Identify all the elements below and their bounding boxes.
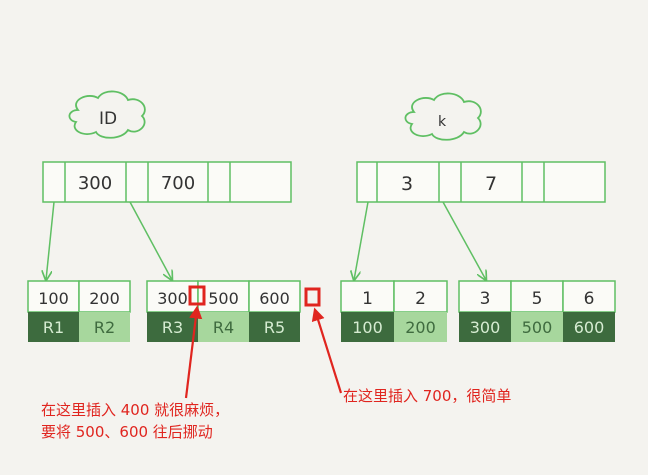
pointer-arrow [442,201,486,280]
id-root-box [42,161,292,203]
leaf-row-cell [511,312,563,342]
red-arrow-700 [311,307,343,394]
cloud-shape [68,90,146,139]
pointer-arrow [129,201,172,280]
cloud-label-id-text: ID [99,109,117,129]
leaf-row-cell [394,312,447,342]
leaf-key-cell [393,280,448,313]
leaf-key: 100 [38,289,69,308]
insert-marker-700 [304,287,321,307]
leaf-row-cell [249,312,300,342]
leaf-row: 100 [352,318,383,337]
leaf-row-cell [459,312,511,342]
cloud-label-k-text: k [438,114,447,130]
annotation-line: 在这里插入 400 就很麻烦， [41,401,230,419]
leaf-key: 5 [532,289,543,309]
leaf-row: R2 [94,318,115,337]
leaf-row: 500 [522,318,553,337]
k-root-box [356,161,606,203]
annotation-insert-400: 在这里插入 400 就很麻烦， 要将 500、600 往后挪动 [41,399,229,443]
leaf-key: 6 [584,289,595,309]
leaf-key: 200 [89,289,120,308]
cloud-shape [404,92,482,141]
pointer-arrow [46,201,55,280]
annotation-line: 要将 500、600 往后挪动 [41,423,213,441]
id-root-node: 300 700 [42,161,292,203]
k-leaf-2: 3 5 6 300 500 600 [458,280,616,342]
pointer-arrow [354,201,369,280]
id-leaf-2: 300 500 600 R3 R4 R5 [146,280,301,342]
leaf-row: R5 [264,318,285,337]
leaf-row-cell [341,312,394,342]
leaf-row: R1 [43,318,64,337]
leaf-row: 300 [470,318,501,337]
leaf-key-cell [510,280,564,313]
leaf-key-cell [562,280,616,313]
leaf-key: 1 [362,289,373,309]
id-leaf-1: 100 200 R1 R2 [27,280,131,342]
annotation-line: 在这里插入 700，很简单 [343,387,512,405]
leaf-key: 600 [259,289,290,308]
id-root-key-300: 300 [78,173,112,194]
k-root-key-7: 7 [485,173,497,195]
id-root-key-700: 700 [161,173,195,194]
leaf-row: 200 [405,318,436,337]
cloud-label-id: ID [68,90,146,139]
annotation-insert-700: 在这里插入 700，很简单 [343,385,511,407]
leaf-key: 3 [480,289,491,309]
leaf-key-cell [340,280,395,313]
leaf-key-cell [78,280,131,313]
leaf-row-cell [198,312,249,342]
leaf-key-cell [248,280,301,313]
cloud-label-k: k [404,92,482,141]
leaf-row-cell [28,312,79,342]
k-root-node: 3 7 [356,161,606,203]
leaf-row: R3 [162,318,183,337]
k-root-key-3: 3 [401,173,413,195]
leaf-key: 2 [415,289,426,309]
leaf-row-cell [79,312,130,342]
leaf-key: 300 [157,289,188,308]
red-arrow-400 [184,305,203,399]
leaf-key-cell [27,280,80,313]
leaf-row-cell [563,312,615,342]
insert-marker-400 [188,285,206,306]
leaf-row: R4 [213,318,234,337]
leaf-key: 500 [208,289,239,308]
k-leaf-1: 1 2 100 200 [340,280,448,342]
leaf-row: 600 [574,318,605,337]
